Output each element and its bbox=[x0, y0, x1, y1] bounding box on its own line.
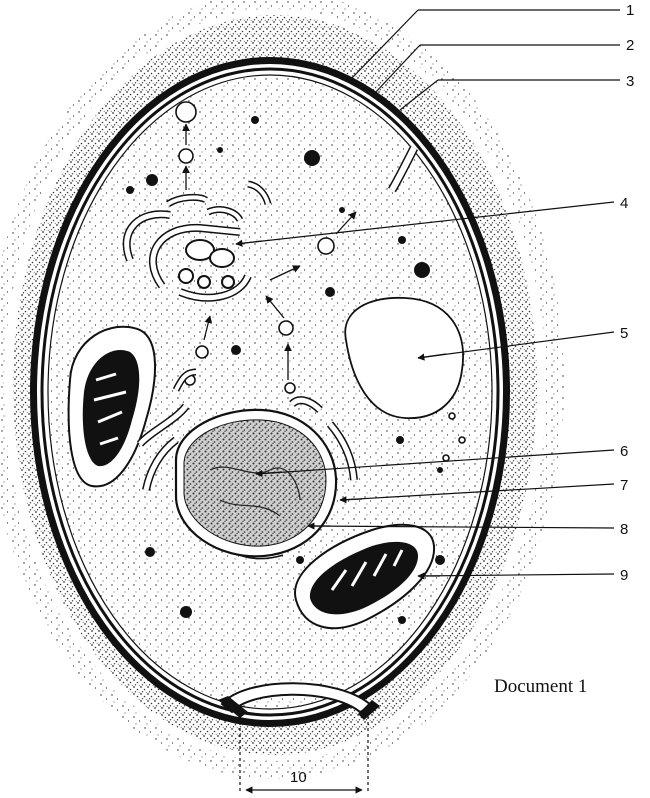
scale-label: 10 bbox=[290, 769, 307, 786]
nucleus bbox=[176, 410, 336, 556]
label-9: 9 bbox=[620, 567, 628, 584]
label-6: 6 bbox=[620, 443, 628, 460]
label-4: 4 bbox=[620, 195, 628, 212]
label-1: 1 bbox=[626, 2, 634, 19]
label-7: 7 bbox=[620, 477, 628, 494]
label-3: 3 bbox=[626, 73, 634, 90]
label-2: 2 bbox=[626, 37, 634, 54]
document-caption: Document 1 bbox=[494, 676, 587, 697]
label-8: 8 bbox=[620, 521, 628, 538]
nucleoplasm bbox=[184, 420, 326, 546]
label-5: 5 bbox=[620, 325, 628, 342]
